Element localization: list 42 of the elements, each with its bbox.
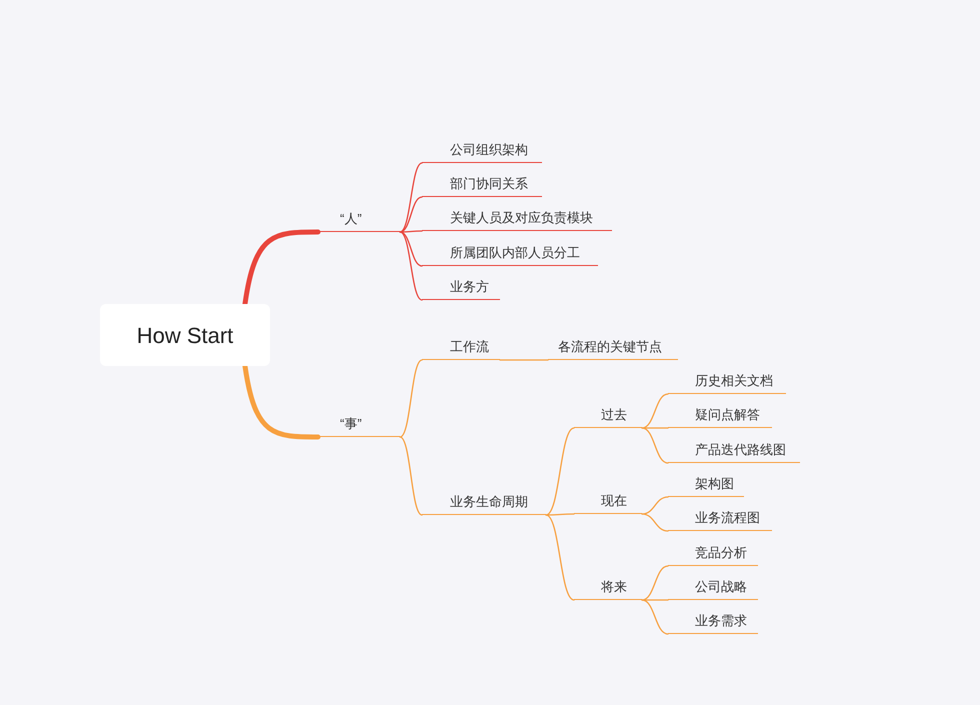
- topic-text: 工作流: [450, 339, 489, 355]
- topic-text: 关键人员及对应负责模块: [450, 210, 593, 226]
- topic-text: “事”: [340, 416, 362, 432]
- branch-line: [641, 513, 669, 532]
- branch-line: [545, 513, 575, 516]
- topic-text: 业务需求: [695, 613, 747, 629]
- branch-line: [242, 230, 320, 306]
- branch-line: [641, 427, 669, 464]
- topic-text: 架构图: [695, 476, 734, 492]
- topic-text: 业务方: [450, 279, 489, 295]
- branch-line: [641, 393, 669, 429]
- branch-line: [399, 196, 423, 233]
- topic-text: 业务生命周期: [450, 494, 528, 510]
- branch-line: [545, 514, 575, 601]
- topic-text: 过去: [601, 407, 627, 423]
- topic-text: 公司组织架构: [450, 142, 528, 158]
- branch-line: [399, 231, 423, 267]
- branch-line: [499, 359, 549, 361]
- branch-line: [399, 230, 423, 233]
- branch-line: [641, 565, 669, 601]
- root-topic-box: [100, 304, 270, 366]
- branch-line: [399, 231, 423, 301]
- branch-line: [399, 436, 423, 516]
- topic-text: 将来: [601, 579, 627, 595]
- topic-text: “人”: [340, 211, 362, 227]
- branch-line: [641, 599, 669, 635]
- branch-line: [242, 364, 320, 440]
- topic-text: 所属团队内部人员分工: [450, 245, 580, 261]
- root-topic-text: How Start: [136, 322, 234, 350]
- branch-line: [399, 162, 423, 233]
- topic-text: 疑问点解答: [695, 407, 760, 423]
- branch-line: [641, 496, 669, 515]
- topic-text: 现在: [601, 493, 627, 509]
- topic-text: 部门协同关系: [450, 176, 528, 192]
- topic-text: 竞品分析: [695, 545, 747, 561]
- topic-text: 历史相关文档: [695, 373, 773, 389]
- topic-text: 公司战略: [695, 579, 747, 595]
- topic-text: 业务流程图: [695, 510, 760, 526]
- branch-line: [545, 427, 575, 516]
- topic-text: 产品迭代路线图: [695, 442, 786, 458]
- topic-text: 各流程的关键节点: [558, 339, 662, 355]
- branch-line: [399, 359, 423, 438]
